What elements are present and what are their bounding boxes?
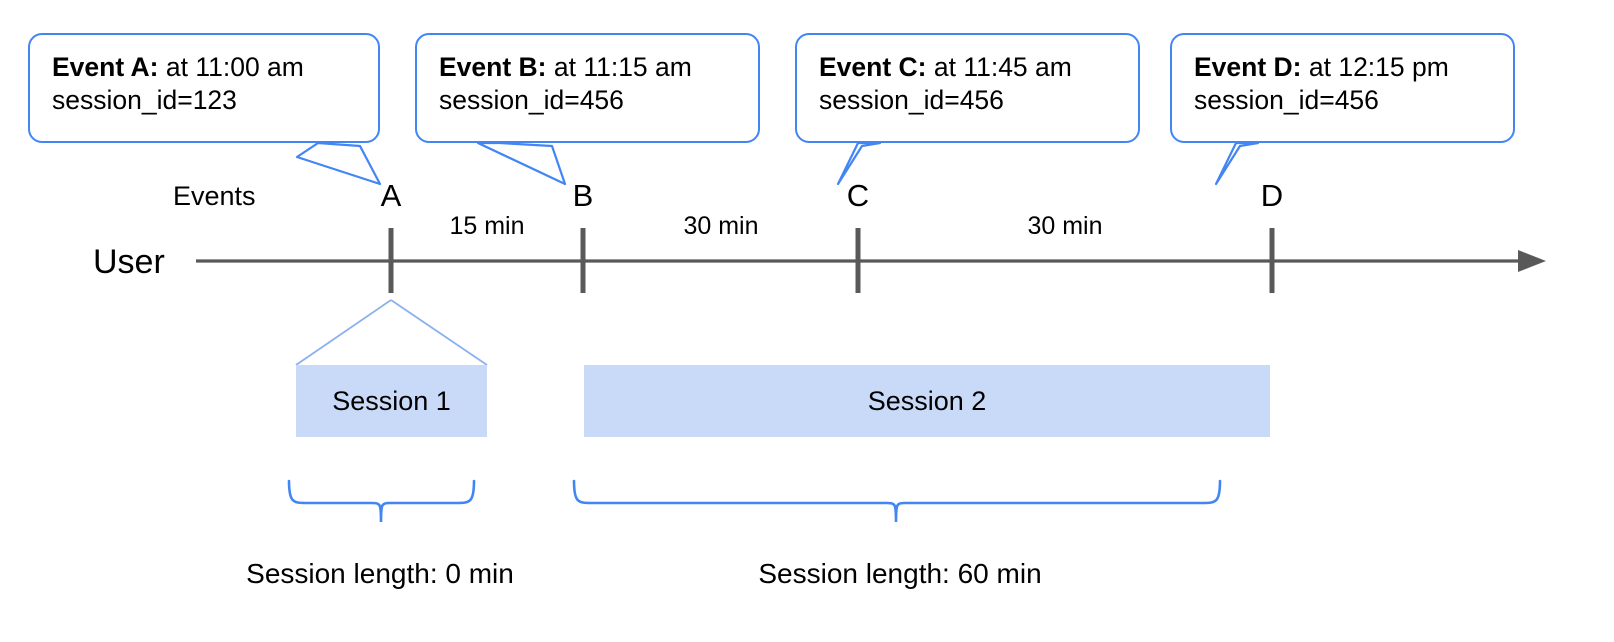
callout-c-title: Event C: bbox=[819, 52, 927, 82]
callout-c-time: at 11:45 am bbox=[926, 52, 1072, 82]
session-bar-2[interactable]: Session 2 bbox=[584, 365, 1270, 437]
timeline-axis bbox=[196, 250, 1546, 272]
callout-c-line1: Event C: at 11:45 am bbox=[819, 51, 1118, 84]
session1-fan bbox=[295, 299, 488, 366]
callout-tail-c bbox=[836, 141, 882, 186]
callout-a-line1: Event A: at 11:00 am bbox=[52, 51, 358, 84]
gap-label-cd: 30 min bbox=[1027, 212, 1103, 240]
callout-event-d[interactable]: Event D: at 12:15 pm session_id=456 bbox=[1170, 33, 1515, 143]
event-letter-c: C bbox=[846, 178, 870, 213]
callout-b-session: session_id=456 bbox=[439, 85, 624, 115]
event-ticks bbox=[388, 228, 1275, 293]
brace-session-2 bbox=[572, 479, 1222, 523]
callout-d-time: at 12:15 pm bbox=[1301, 52, 1449, 82]
session-bar-1-label: Session 1 bbox=[332, 385, 451, 416]
user-row-label: User bbox=[93, 243, 165, 281]
session-braces bbox=[287, 479, 1222, 523]
callout-tail-a bbox=[295, 141, 382, 186]
brace-session-1 bbox=[287, 479, 476, 523]
timeline-arrowhead bbox=[1518, 250, 1546, 272]
event-letter-a: A bbox=[380, 178, 402, 213]
session-length-2: Session length: 60 min bbox=[758, 558, 1042, 589]
callout-d-session: session_id=456 bbox=[1194, 85, 1379, 115]
gap-label-ab: 15 min bbox=[449, 212, 525, 240]
callout-event-c[interactable]: Event C: at 11:45 am session_id=456 bbox=[795, 33, 1140, 143]
callout-event-b[interactable]: Event B: at 11:15 am session_id=456 bbox=[415, 33, 760, 143]
callout-b-line1: Event B: at 11:15 am bbox=[439, 51, 738, 84]
callout-a-session: session_id=123 bbox=[52, 85, 237, 115]
gap-label-bc: 30 min bbox=[683, 212, 759, 240]
callout-tail-b bbox=[476, 141, 567, 186]
event-letter-d: D bbox=[1260, 178, 1284, 213]
callout-tail-d bbox=[1214, 141, 1260, 186]
callout-d-line1: Event D: at 12:15 pm bbox=[1194, 51, 1493, 84]
session-bar-2-label: Session 2 bbox=[867, 385, 987, 416]
events-row-label: Events bbox=[173, 181, 256, 211]
callout-a-title: Event A: bbox=[52, 52, 159, 82]
session-bar-1[interactable]: Session 1 bbox=[296, 365, 487, 437]
callout-b-title: Event B: bbox=[439, 52, 547, 82]
event-letter-b: B bbox=[572, 178, 594, 213]
session-length-1: Session length: 0 min bbox=[246, 558, 514, 589]
callout-event-a[interactable]: Event A: at 11:00 am session_id=123 bbox=[28, 33, 380, 143]
callout-a-time: at 11:00 am bbox=[158, 52, 304, 82]
callout-c-session: session_id=456 bbox=[819, 85, 1004, 115]
callout-d-title: Event D: bbox=[1194, 52, 1302, 82]
callout-b-time: at 11:15 am bbox=[546, 52, 692, 82]
